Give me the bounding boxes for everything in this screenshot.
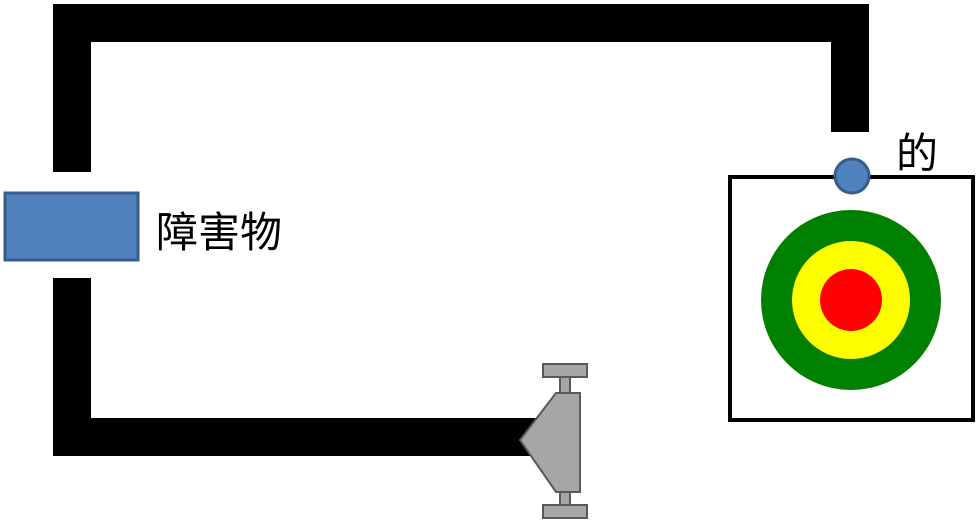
- wall-track: [53, 4, 869, 456]
- wall-right-drop: [831, 4, 869, 132]
- wall-bottom: [53, 418, 540, 456]
- obstacle-label: 障害物: [156, 208, 282, 257]
- target-marker-dot: [833, 157, 871, 195]
- device-cart: [518, 363, 588, 519]
- obstacle-block: [3, 191, 140, 262]
- device-wheel-bottom: [542, 504, 588, 519]
- device-axle-top: [559, 376, 571, 394]
- wall-top: [53, 4, 869, 42]
- target-center: [820, 269, 882, 331]
- device-body: [518, 392, 581, 493]
- device-wheel-top: [542, 363, 588, 378]
- target-label: 的: [896, 129, 938, 178]
- device-axle-bottom: [559, 491, 571, 506]
- wall-left-upper: [53, 4, 91, 172]
